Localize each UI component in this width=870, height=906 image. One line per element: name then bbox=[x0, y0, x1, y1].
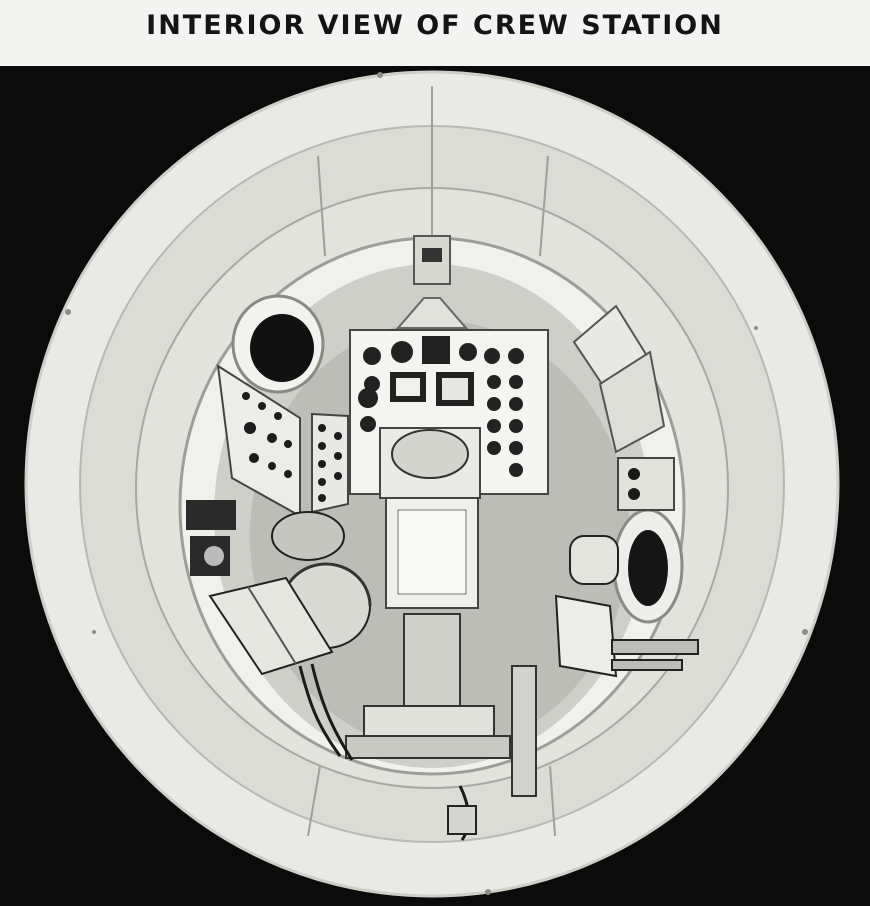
floor-fitting bbox=[447, 805, 477, 835]
right-upper-panel bbox=[572, 304, 666, 454]
seat-rail bbox=[511, 665, 537, 797]
title-bar: INTERIOR VIEW OF CREW STATION bbox=[0, 0, 870, 66]
equipment-box bbox=[208, 576, 334, 676]
center-pedestal bbox=[345, 427, 511, 759]
hull-seams bbox=[307, 86, 556, 837]
left-switch-panel bbox=[216, 364, 349, 518]
crew-station-photo bbox=[0, 66, 870, 906]
crew-station-illustration bbox=[0, 66, 870, 906]
right-mechanism bbox=[554, 535, 699, 678]
left-hardware bbox=[186, 500, 236, 576]
right-gauge-box bbox=[617, 457, 675, 511]
rivets bbox=[65, 72, 808, 895]
page-title: INTERIOR VIEW OF CREW STATION bbox=[146, 10, 724, 41]
